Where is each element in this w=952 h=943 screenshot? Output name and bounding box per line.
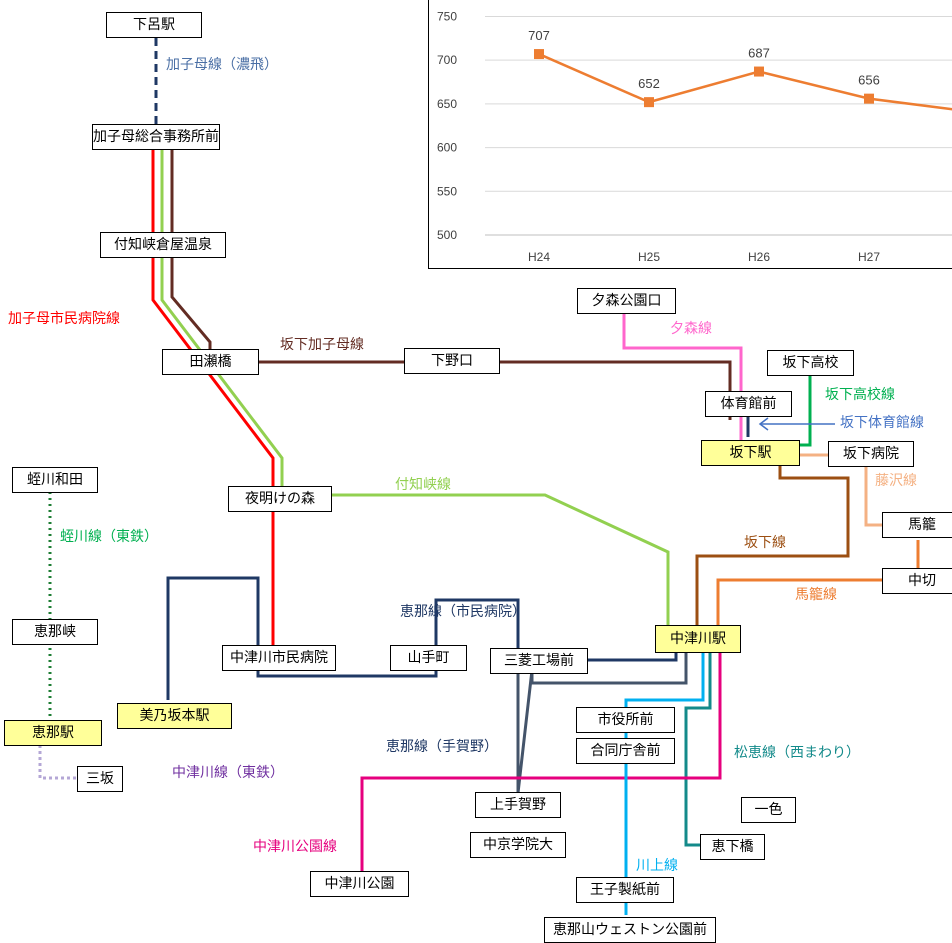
label-kashimo-byouin: 加子母市民病院線 — [8, 311, 120, 327]
x-tick-label: H26 — [748, 250, 770, 264]
data-point — [644, 97, 654, 108]
y-tick-label: 550 — [437, 184, 457, 198]
station-sakashita-eki: 坂下駅 — [701, 440, 800, 466]
station-ena-eki: 恵那駅 — [4, 720, 102, 746]
x-tick-label: H27 — [858, 250, 880, 264]
station-nakatsugawa-byouin: 中津川市民病院 — [222, 645, 336, 671]
label-sakashita: 坂下線 — [744, 535, 786, 551]
label-sakashita-koukou: 坂下高校線 — [825, 387, 895, 403]
line-kashimo-byouin — [151, 148, 275, 645]
station-ena-weston: 恵那山ウェストン公園前 — [544, 917, 716, 943]
label-nakatsugawa-koen: 中津川公園線 — [253, 839, 337, 855]
data-point — [754, 66, 764, 77]
y-tick-label: 700 — [437, 53, 457, 67]
line-sakashita — [695, 464, 850, 625]
line-kawaue — [624, 625, 705, 915]
station-shimonoguchi: 下野口 — [404, 348, 500, 374]
station-sakashita-koukou: 坂下高校 — [767, 350, 854, 376]
label-hiruka: 蛭川線（東鉄） — [60, 529, 158, 545]
station-eshitabashi: 恵下橋 — [700, 834, 765, 860]
label-ena-tegano: 恵那線（手賀野） — [386, 739, 498, 755]
station-isshiki: 一色 — [741, 797, 796, 823]
y-tick-label: 650 — [437, 97, 457, 111]
line-nakatsugawa-koen — [360, 625, 722, 872]
station-oji-seishi: 王子製紙前 — [576, 877, 674, 903]
data-label: 656 — [858, 73, 880, 88]
data-label: 707 — [528, 28, 550, 43]
station-sanbanza: 三坂 — [77, 766, 123, 792]
station-nakatsugawa-koen: 中津川公園 — [310, 871, 409, 897]
station-yoake-no-mori: 夜明けの森 — [228, 486, 332, 512]
data-label: 652 — [638, 76, 660, 91]
station-kamitegano: 上手賀野 — [475, 792, 561, 818]
line-nakatsugawa-totetsu — [38, 745, 78, 780]
x-tick-label: H25 — [638, 250, 660, 264]
label-nakatsugawa-totetsu: 中津川線（東鉄） — [172, 765, 284, 781]
line-matsue — [684, 625, 712, 847]
x-tick-label: H24 — [528, 250, 550, 264]
station-nakatsugawa-eki: 中津川駅 — [655, 625, 741, 653]
station-hiruka-wada: 蛭川和田 — [12, 467, 98, 493]
station-kashimo-office: 加子母総合事務所前 — [92, 124, 220, 150]
station-mitsubishi: 三菱工場前 — [490, 648, 588, 674]
line-sakashita-koukou — [800, 373, 812, 447]
label-tsukechikyo: 付知峡線 — [395, 477, 451, 493]
data-point — [534, 49, 544, 60]
y-tick-label: 600 — [437, 141, 457, 155]
label-magome: 馬籠線 — [795, 587, 837, 603]
data-point — [864, 93, 874, 104]
station-chukyo: 中京学院大 — [470, 832, 566, 858]
station-nakagiri: 中切 — [882, 568, 952, 594]
station-magome: 馬籠 — [882, 512, 952, 538]
station-yuumori-koen: 夕森公園口 — [577, 288, 676, 314]
station-tasebashi: 田瀬橋 — [162, 349, 259, 375]
label-matsue: 松恵線（西まわり） — [734, 745, 860, 761]
station-shiyakusho: 市役所前 — [576, 707, 675, 733]
arrow-head — [758, 417, 769, 431]
label-sakashita-taiikukan: 坂下体育館線 — [840, 415, 924, 431]
label-sakashita-kashimo: 坂下加子母線 — [280, 337, 364, 353]
station-tsukechi-onsen: 付知峡倉屋温泉 — [100, 232, 226, 258]
label-ena-byouin: 恵那線（市民病院） — [400, 604, 526, 620]
station-goudou: 合同庁舎前 — [576, 738, 675, 764]
y-tick-label: 500 — [437, 228, 457, 242]
station-enakyo: 恵那峡 — [12, 619, 98, 645]
label-kawaue: 川上線 — [636, 858, 678, 874]
station-sakashita-byouin: 坂下病院 — [828, 441, 914, 467]
label-yuumori: 夕森線 — [670, 321, 712, 337]
line-ena-tegano — [516, 625, 688, 794]
station-yamatecho: 山手町 — [390, 645, 467, 671]
label-fujisawa: 藤沢線 — [875, 473, 917, 489]
data-label: 687 — [748, 46, 770, 61]
line-ena-byouin — [166, 576, 678, 700]
y-tick-label: 750 — [437, 9, 457, 23]
station-taiikukan: 体育館前 — [705, 391, 792, 417]
label-kashimo-nohi: 加子母線（濃飛） — [166, 57, 278, 73]
station-gero: 下呂駅 — [106, 12, 202, 38]
station-mino-sakamoto: 美乃坂本駅 — [117, 703, 232, 729]
